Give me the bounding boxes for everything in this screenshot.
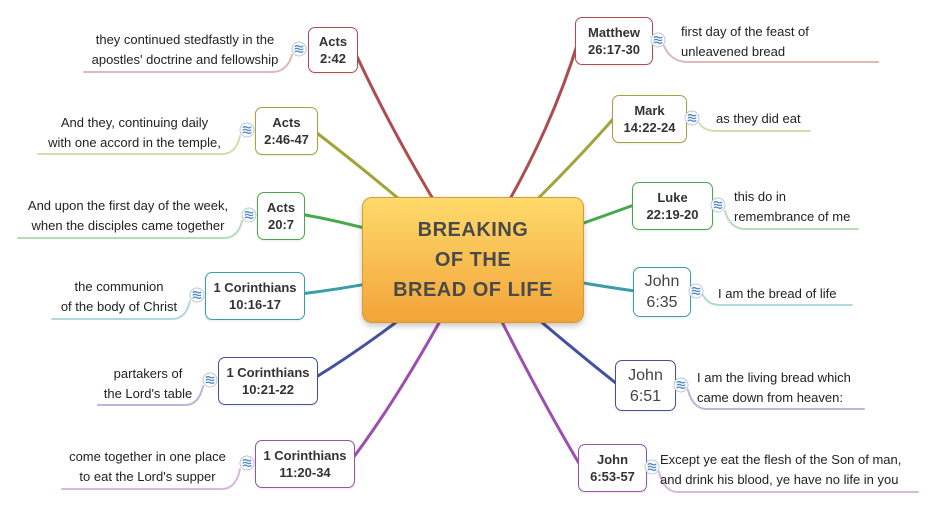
note-matthew-26-17-30[interactable]: first day of the feast of unleavened bre… bbox=[681, 22, 891, 62]
topic-ref-book: Acts bbox=[266, 200, 296, 215]
topic-ref-book: John bbox=[596, 452, 629, 467]
note-text: I am the bread of life bbox=[718, 286, 837, 301]
note-line bbox=[83, 54, 293, 73]
note-line bbox=[698, 122, 811, 132]
note-text: with one accord in the temple, bbox=[48, 135, 221, 150]
topic-acts-2-46-47[interactable]: Acts 2:46-47 bbox=[255, 107, 318, 155]
note-line bbox=[17, 220, 243, 239]
note-text: And upon the first day of the week, bbox=[27, 198, 229, 213]
note-1-corinthians-11-20-34[interactable]: come together in one place to eat the Lo… bbox=[60, 447, 235, 487]
central-topic-line3: BREAD OF LIFE bbox=[393, 279, 553, 301]
central-topic-line2: OF THE bbox=[434, 249, 512, 271]
topic-ref-book: Luke bbox=[657, 190, 688, 205]
note-text: apostles' doctrine and fellowship bbox=[91, 52, 279, 67]
topic-ref-book: 1 Corinthians bbox=[263, 448, 347, 463]
topic-john-6-53-57[interactable]: John 6:53-57 bbox=[578, 444, 647, 492]
notes-icon[interactable] bbox=[202, 372, 218, 388]
topic-ref-book: John bbox=[628, 366, 663, 384]
note-text: of the body of Christ bbox=[60, 299, 178, 314]
topic-ref-verses: 14:22-24 bbox=[623, 120, 676, 135]
topic-ref-book: 1 Corinthians bbox=[226, 365, 310, 380]
notes-icon[interactable] bbox=[239, 455, 255, 471]
note-line bbox=[51, 300, 191, 320]
notes-icon[interactable] bbox=[239, 122, 255, 138]
topic-ref-book: John bbox=[644, 273, 680, 290]
topic-ref-book: 1 Corinthians bbox=[213, 280, 297, 295]
notes-icon[interactable] bbox=[241, 207, 257, 223]
note-line bbox=[702, 294, 853, 306]
topic-ref-book: Acts bbox=[272, 115, 301, 130]
topic-matthew-26-17-30[interactable]: Matthew 26:17-30 bbox=[575, 17, 653, 65]
topic-1-corinthians-10-16-17[interactable]: 1 Corinthians 10:16-17 bbox=[205, 272, 305, 320]
topic-ref-verses: 6:53-57 bbox=[590, 469, 635, 484]
topic-ref-verses: 2:46-47 bbox=[264, 132, 309, 147]
note-line bbox=[658, 471, 919, 493]
note-text: the communion bbox=[74, 279, 164, 294]
note-line bbox=[97, 385, 204, 406]
note-text: Except ye eat the flesh of the Son of ma… bbox=[660, 452, 902, 467]
note-1-corinthians-10-16-17[interactable]: the communion of the body of Christ bbox=[50, 277, 188, 317]
note-acts-2-42[interactable]: they continued stedfastly in the apostle… bbox=[84, 30, 286, 70]
notes-icon[interactable] bbox=[688, 283, 704, 299]
topic-ref-verses: 2:42 bbox=[319, 51, 347, 66]
notes-icon[interactable] bbox=[650, 32, 666, 48]
notes-icon[interactable] bbox=[291, 41, 307, 57]
note-text: as they did eat bbox=[716, 111, 801, 126]
note-text: come together in one place bbox=[69, 449, 226, 464]
note-text: remembrance of me bbox=[734, 209, 851, 224]
topic-luke-22-19-20[interactable]: Luke 22:19-20 bbox=[632, 182, 713, 230]
note-text: partakers of bbox=[113, 366, 183, 381]
notes-icon[interactable] bbox=[673, 377, 689, 393]
topic-1-corinthians-10-21-22[interactable]: 1 Corinthians 10:21-22 bbox=[218, 357, 318, 405]
note-text: came down from heaven: bbox=[697, 390, 843, 405]
note-john-6-53-57[interactable]: Except ye eat the flesh of the Son of ma… bbox=[660, 450, 922, 490]
topic-acts-2-42[interactable]: Acts 2:42 bbox=[308, 27, 358, 73]
central-topic-line1: BREAKING bbox=[417, 219, 529, 241]
topic-ref-verses: 10:16-17 bbox=[228, 297, 282, 312]
note-text: this do in bbox=[734, 189, 787, 204]
topic-ref-verses: 26:17-30 bbox=[587, 42, 641, 57]
note-luke-22-19-20[interactable]: this do in remembrance of me bbox=[734, 187, 874, 227]
topic-mark-14-22-24[interactable]: Mark 14:22-24 bbox=[612, 95, 687, 143]
note-mark-14-22-24[interactable]: as they did eat bbox=[716, 109, 836, 129]
note-john-6-51[interactable]: I am the living bread which came down fr… bbox=[697, 368, 872, 408]
note-line bbox=[663, 45, 879, 63]
note-text: And they, continuing daily bbox=[60, 115, 209, 130]
notes-icon[interactable] bbox=[189, 287, 205, 303]
topic-1-corinthians-11-20-34[interactable]: 1 Corinthians 11:20-34 bbox=[255, 440, 355, 488]
note-1-corinthians-10-21-22[interactable]: partakers of the Lord's table bbox=[96, 364, 200, 404]
notes-icon[interactable] bbox=[710, 197, 726, 213]
note-text: they continued stedfastly in the bbox=[95, 32, 275, 47]
note-text: the Lord's table bbox=[103, 386, 193, 401]
topic-ref-verses: 22:19-20 bbox=[646, 207, 699, 222]
topic-ref-book: Matthew bbox=[588, 25, 640, 40]
note-line bbox=[37, 135, 241, 155]
topic-acts-20-7[interactable]: Acts 20:7 bbox=[257, 192, 305, 240]
central-topic[interactable]: BREAKING OF THE BREAD OF LIFE bbox=[362, 197, 584, 323]
topic-ref-book: Mark bbox=[634, 103, 665, 118]
notes-icon[interactable] bbox=[644, 459, 660, 475]
topic-ref-verses: 10:21-22 bbox=[241, 382, 295, 397]
note-text: unleavened bread bbox=[681, 44, 786, 59]
note-line bbox=[724, 210, 859, 230]
topic-ref-verses: 6:35 bbox=[646, 294, 678, 311]
topic-ref-book: Acts bbox=[318, 34, 348, 49]
topic-john-6-35[interactable]: John 6:35 bbox=[633, 267, 691, 317]
note-line bbox=[61, 468, 241, 490]
topic-ref-verses: 11:20-34 bbox=[279, 465, 331, 480]
note-text: to eat the Lord's supper bbox=[79, 469, 216, 484]
note-acts-20-7[interactable]: And upon the first day of the week, when… bbox=[16, 196, 240, 236]
note-john-6-35[interactable]: I am the bread of life bbox=[718, 284, 868, 304]
note-text: first day of the feast of bbox=[681, 24, 809, 39]
note-line bbox=[687, 389, 865, 410]
topic-ref-verses: 20:7 bbox=[267, 217, 295, 232]
note-text: and drink his blood, ye have no life in … bbox=[660, 472, 899, 487]
notes-icon[interactable] bbox=[684, 110, 700, 126]
note-text: I am the living bread which bbox=[697, 370, 851, 385]
topic-john-6-51[interactable]: John 6:51 bbox=[615, 360, 676, 411]
note-acts-2-46-47[interactable]: And they, continuing daily with one acco… bbox=[36, 113, 233, 153]
note-text: when the disciples came together bbox=[31, 218, 225, 233]
topic-ref-verses: 6:51 bbox=[629, 387, 662, 405]
